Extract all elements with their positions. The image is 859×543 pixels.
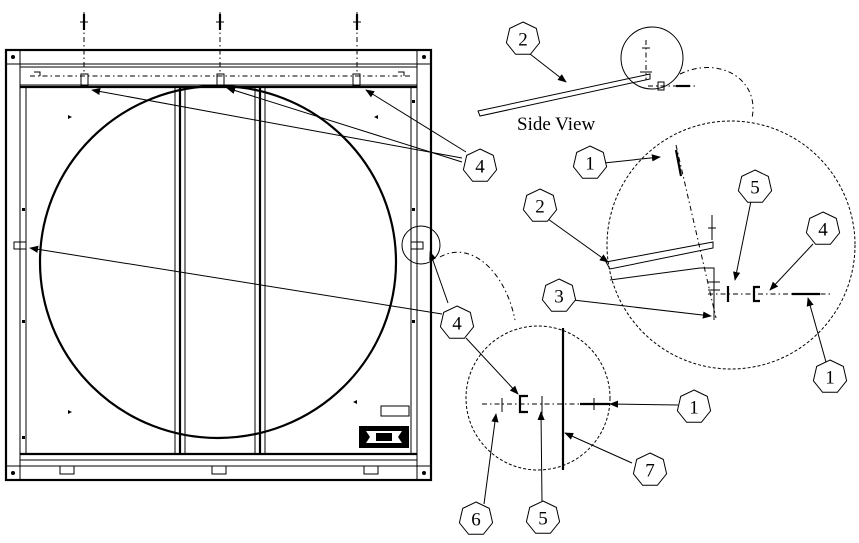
frame-corner: [5, 465, 21, 481]
callout-c1-upper: 1: [572, 145, 608, 179]
top-clip: [80, 73, 89, 87]
callout-c4-right: 4: [805, 211, 841, 245]
callout-heptagon: [505, 21, 541, 55]
side-clip-right: [410, 241, 424, 250]
frame-outer: [4, 48, 433, 482]
callout-number: 4: [818, 220, 828, 241]
callout-heptagon: [737, 169, 773, 203]
side-view-label: Side View: [517, 114, 595, 135]
callout-heptagon: [572, 145, 608, 179]
top-clip: [352, 73, 361, 87]
detail-large-contents: [605, 144, 832, 320]
callout-number: 1: [585, 154, 595, 175]
callout-heptagon: [541, 278, 577, 312]
callout-number: 4: [452, 314, 462, 335]
callout-c2-top: 2: [505, 21, 541, 55]
callout-number: 7: [645, 461, 655, 482]
callout-number: 6: [471, 510, 481, 531]
frame-corner: [5, 49, 21, 65]
callout-c5-upper: 5: [737, 169, 773, 203]
frame-corner: [416, 49, 432, 65]
callout-c4-top: 4: [462, 148, 498, 182]
top-bolts: [80, 12, 361, 74]
detail-connector-top: [679, 67, 754, 119]
detail-lower-contents: [482, 328, 610, 470]
callout-number: 1: [825, 368, 835, 389]
front-view: [4, 12, 433, 482]
callout-c4-mid: 4: [439, 305, 475, 339]
callouts: 2 4 1 2 5 4 3 1 4 1 7 6 5: [439, 21, 848, 535]
side-clip-left: [13, 241, 27, 250]
detail-circle-lower: [465, 325, 611, 471]
callout-number: 5: [538, 509, 548, 530]
callout-c6: 6: [458, 501, 494, 535]
callout-heptagon: [632, 452, 668, 486]
callout-heptagon: [805, 211, 841, 245]
callout-c1-right: 1: [812, 359, 848, 393]
callout-heptagon: [525, 500, 561, 534]
callout-number: 2: [518, 30, 528, 51]
callout-c7: 7: [632, 452, 668, 486]
callout-number: 2: [535, 197, 545, 218]
callout-heptagon: [458, 501, 494, 535]
callout-number: 1: [689, 398, 699, 419]
leader-lines: [29, 53, 827, 505]
callout-heptagon: [462, 148, 498, 182]
callout-heptagon: [676, 389, 712, 423]
frame-corner: [416, 465, 432, 481]
callout-number: 4: [475, 157, 485, 178]
callout-number: 5: [750, 178, 760, 199]
detail-circle-small: [401, 225, 441, 265]
side-view-member: [477, 40, 695, 117]
nameplate: [380, 405, 410, 417]
wheel-circle: [38, 84, 398, 440]
callout-heptagon: [522, 188, 558, 222]
top-clip: [216, 73, 225, 87]
callout-number: 3: [554, 287, 564, 308]
callout-heptagon: [439, 305, 475, 339]
detail-circle-top: [620, 26, 684, 90]
callout-c3: 3: [541, 278, 577, 312]
callout-c2-mid: 2: [522, 188, 558, 222]
frame-inner: [19, 63, 418, 467]
detail-circle-large: [606, 120, 856, 370]
callout-c1-lower: 1: [676, 389, 712, 423]
callout-heptagon: [812, 359, 848, 393]
callout-c5-lower: 5: [525, 500, 561, 534]
